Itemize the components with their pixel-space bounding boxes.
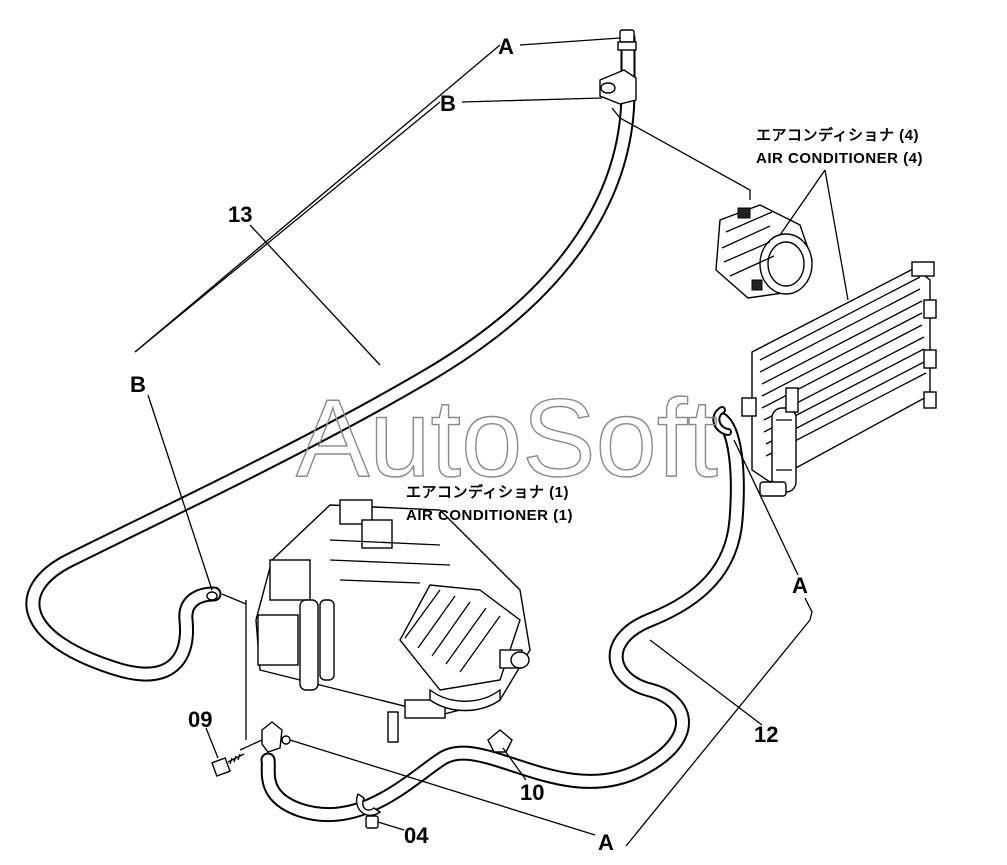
connector-label-a-bottom: A — [598, 830, 614, 855]
leader-lines — [134, 37, 849, 847]
hvac-unit-icon — [255, 499, 531, 743]
part-number-12: 12 — [754, 722, 778, 747]
connector-label-b-top: B — [440, 91, 456, 116]
fitting-09-area — [239, 721, 291, 753]
part-number-10: 10 — [520, 780, 544, 805]
connector-label-a-right: A — [792, 573, 808, 598]
connector-label-b-left: B — [130, 372, 146, 397]
clamp-icon — [355, 792, 382, 829]
compressor-icon — [715, 204, 813, 299]
part-number-09: 09 — [188, 707, 212, 732]
part-number-04: 04 — [404, 823, 429, 848]
fitting-10-area — [487, 729, 513, 753]
o-ring — [206, 591, 218, 601]
condenser-pipe — [712, 406, 732, 436]
receiver-drier-icon — [759, 387, 799, 497]
bolt-icon — [211, 753, 245, 777]
part-number-13: 13 — [228, 202, 252, 227]
callout-ac4-japanese: エアコンディショナ (4) — [756, 126, 919, 144]
callout-ac4-english: AIR CONDITIONER (4) — [756, 150, 923, 167]
hose-13 — [25, 30, 636, 682]
connector-label-a-top: A — [498, 34, 514, 59]
hose-13-top-fitting — [599, 29, 637, 105]
callout-ac1-english: AIR CONDITIONER (1) — [406, 507, 573, 524]
watermark: AutoSoft — [296, 377, 718, 500]
callout-ac1-japanese: エアコンディショナ (1) — [406, 483, 569, 501]
